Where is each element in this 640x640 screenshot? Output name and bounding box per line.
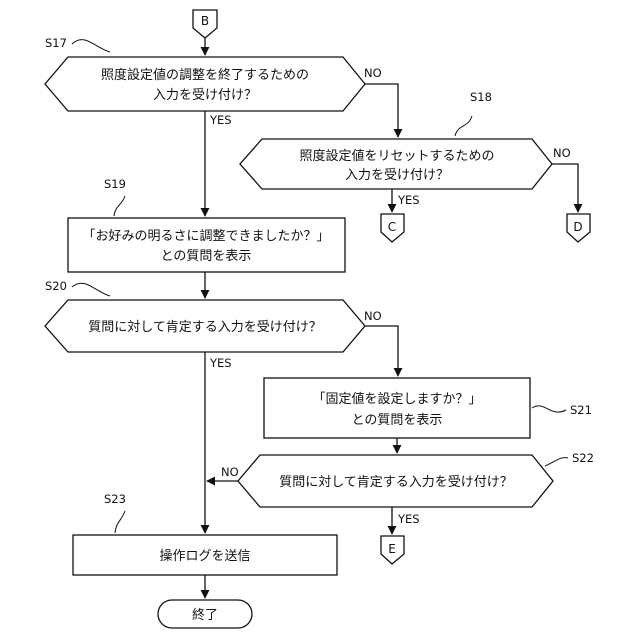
arrow-s18-no	[552, 164, 578, 212]
connector-e-label: E	[388, 542, 396, 556]
decision-s22-line1: 質問に対して肯定する入力を受け付け？	[279, 475, 513, 490]
s17-no-label: NO	[364, 66, 382, 80]
s20-no-label: NO	[364, 309, 382, 323]
process-s23: 操作ログを送信	[73, 535, 337, 575]
leader-s18	[455, 116, 472, 136]
connector-b: B	[193, 10, 217, 38]
decision-s17-line2: 入力を受け付け？	[153, 88, 257, 103]
step-label-s17: S17	[45, 36, 67, 50]
step-label-s21: S21	[570, 403, 592, 417]
connector-d-label: D	[573, 220, 582, 234]
process-s19-line2: との質問を表示	[161, 249, 252, 264]
terminator-end-label: 終了	[192, 607, 218, 623]
s18-no-label: NO	[553, 146, 571, 160]
terminator-end: 終了	[158, 600, 252, 628]
connector-d: D	[567, 214, 590, 242]
s18-yes-label: YES	[397, 193, 420, 207]
arrow-s17-no	[365, 84, 398, 137]
leader-s23	[115, 511, 125, 533]
s22-no-label: NO	[221, 465, 239, 479]
decision-s18-line2: 入力を受け付け？	[345, 168, 449, 183]
decision-s20-line1: 質問に対して肯定する入力を受け付け？	[88, 320, 322, 335]
step-label-s20: S20	[45, 279, 67, 293]
decision-s18-line1: 照度設定値をリセットするための	[299, 148, 494, 164]
step-label-s19: S19	[104, 177, 126, 191]
decision-s18: 照度設定値をリセットするための 入力を受け付け？	[240, 139, 552, 189]
step-label-s22: S22	[572, 451, 594, 465]
process-s21: 「固定値を設定しますか？」 との質問を表示	[264, 378, 530, 438]
s17-yes-label: YES	[209, 113, 232, 127]
process-s19-line1: 「お好みの明るさに調整できましたか？」	[82, 229, 329, 244]
decision-s17-line1: 照度設定値の調整を終了するための	[101, 67, 309, 83]
connector-c-label: C	[388, 220, 396, 234]
process-s21-line1: 「固定値を設定しますか？」	[312, 391, 481, 407]
decision-s20: 質問に対して肯定する入力を受け付け？	[45, 300, 365, 352]
step-label-s23: S23	[104, 492, 126, 506]
process-s23-line1: 操作ログを送信	[159, 548, 250, 564]
leader-s17	[72, 40, 110, 52]
connector-e: E	[381, 536, 404, 564]
arrow-s20-no	[365, 326, 398, 376]
decision-s22: 質問に対して肯定する入力を受け付け？	[238, 455, 553, 507]
decision-s17: 照度設定値の調整を終了するための 入力を受け付け？	[45, 57, 365, 111]
process-s21-line2: との質問を表示	[352, 413, 443, 428]
s20-yes-label: YES	[209, 356, 232, 370]
leader-s21	[532, 406, 566, 412]
leader-s19	[114, 196, 125, 216]
leader-s22	[545, 458, 568, 466]
process-s19: 「お好みの明るさに調整できましたか？」 との質問を表示	[68, 218, 345, 272]
connector-b-label: B	[201, 14, 209, 28]
step-label-s18: S18	[470, 90, 492, 104]
leader-s20	[72, 283, 110, 296]
connector-c: C	[381, 214, 404, 242]
s22-yes-label: YES	[397, 512, 420, 526]
